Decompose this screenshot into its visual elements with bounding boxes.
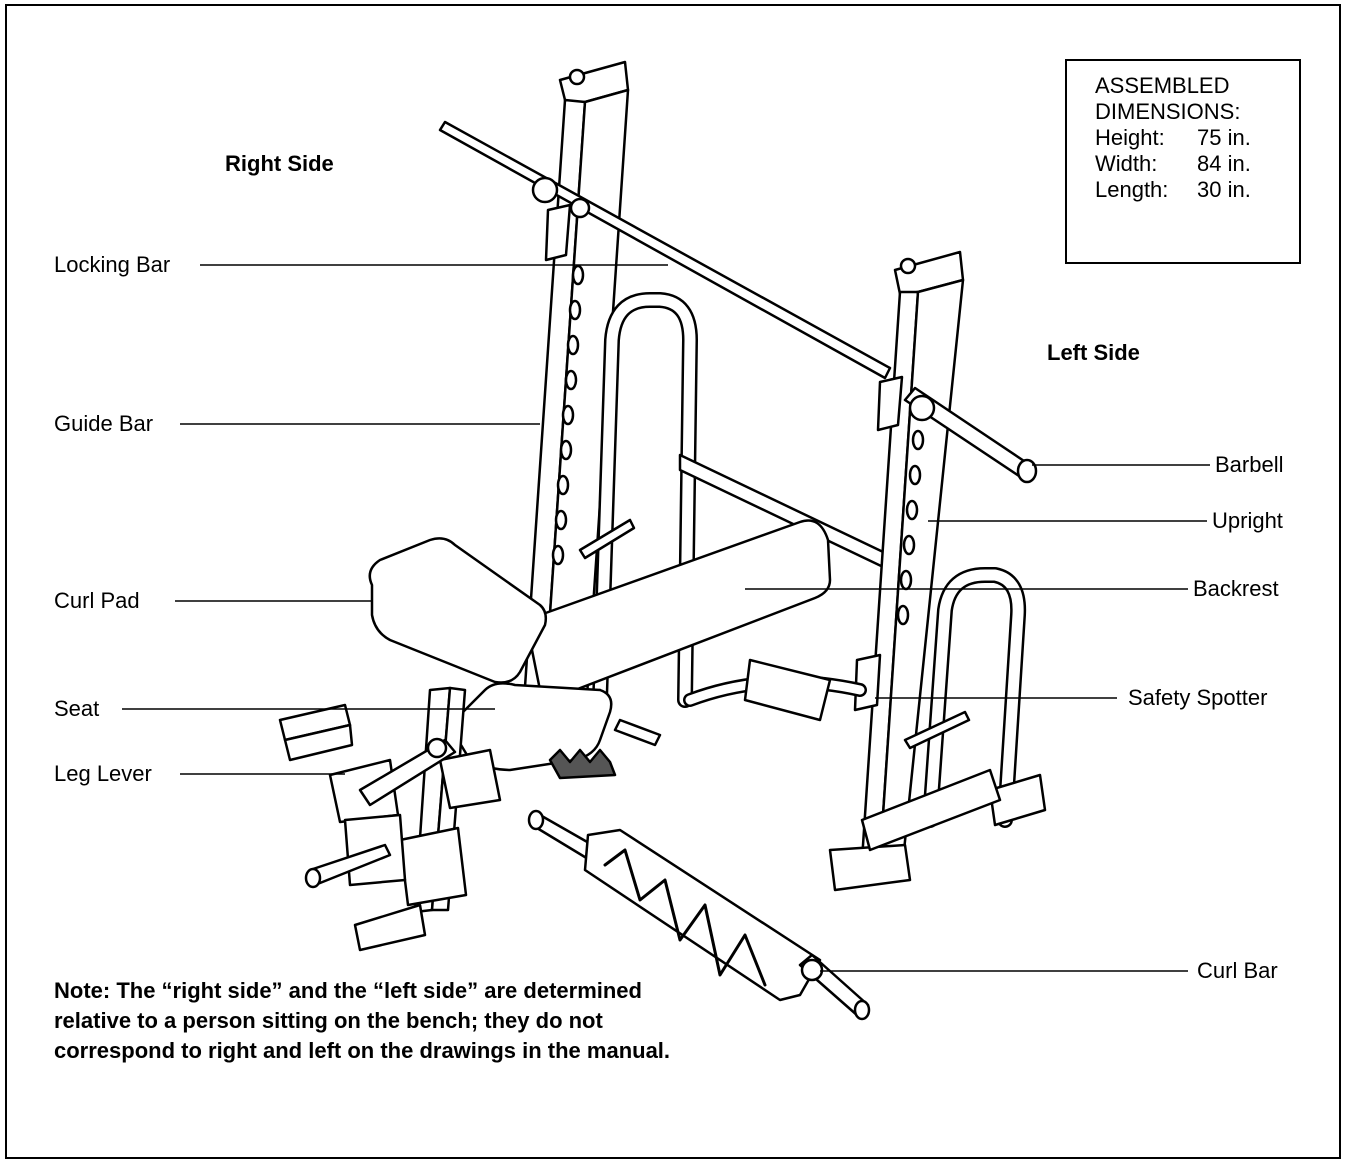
label-seat: Seat: [54, 696, 100, 721]
left-upright: [853, 250, 965, 872]
side-orientation-note: Note: The “right side” and the “left sid…: [54, 978, 671, 1063]
leg-lever: [278, 686, 502, 952]
label-curl-pad: Curl Pad: [54, 588, 140, 613]
barbell: [903, 386, 1038, 484]
label-upright: Upright: [1212, 508, 1283, 533]
left-side-heading: Left Side: [1047, 340, 1140, 365]
label-barbell: Barbell: [1215, 452, 1284, 477]
dimension-row-length: Length: 30 in.: [1095, 177, 1299, 203]
assembled-dimensions-box: ASSEMBLED DIMENSIONS: Height: 75 in. Wid…: [1065, 59, 1301, 264]
label-locking-bar: Locking Bar: [54, 252, 171, 277]
label-guide-bar: Guide Bar: [54, 411, 154, 436]
dimension-key: Height:: [1095, 125, 1165, 150]
label-backrest: Backrest: [1193, 576, 1279, 601]
curl-bar: [527, 809, 871, 1021]
dimension-key: Width:: [1095, 151, 1158, 176]
dimension-row-height: Height: 75 in.: [1095, 125, 1299, 151]
dimensions-heading-1: ASSEMBLED: [1095, 73, 1230, 98]
dimension-value: 30 in.: [1197, 177, 1251, 202]
dimensions-heading-2: DIMENSIONS:: [1095, 99, 1241, 124]
label-leg-lever: Leg Lever: [54, 761, 152, 786]
diagram-frame: [5, 4, 1341, 1159]
dimension-value: 84 in.: [1197, 151, 1251, 176]
label-curl-bar: Curl Bar: [1197, 958, 1278, 983]
locking-bar: [438, 120, 892, 380]
right-side-heading: Right Side: [225, 151, 334, 176]
dimension-row-width: Width: 84 in.: [1095, 151, 1299, 177]
curl-pad: [368, 537, 548, 684]
dimension-value: 75 in.: [1197, 125, 1251, 150]
dimension-key: Length:: [1095, 177, 1169, 202]
label-safety-spotter: Safety Spotter: [1128, 685, 1268, 710]
